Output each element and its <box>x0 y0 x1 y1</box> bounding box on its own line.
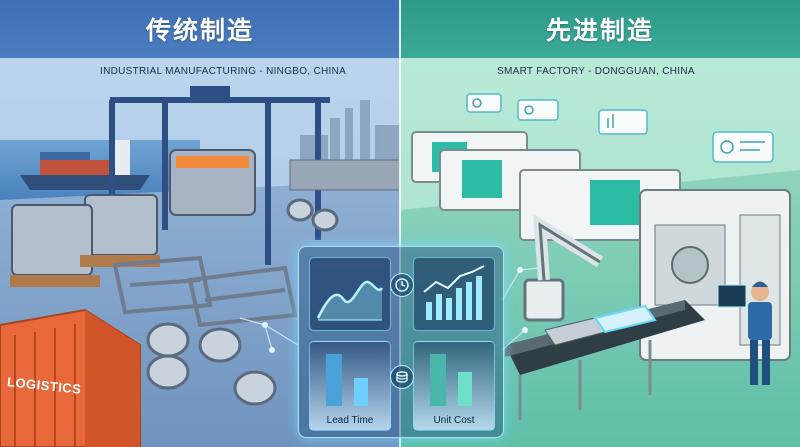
unit-cost-card: Unit Cost <box>413 341 495 431</box>
clock-icon <box>390 273 414 297</box>
lead-time-label: Lead Time <box>326 415 374 426</box>
logistics-container <box>0 308 141 447</box>
advanced-manufacturing-title: 先进制造 <box>400 0 800 58</box>
factory-worker <box>748 281 772 385</box>
conveyor-belt <box>505 300 705 420</box>
cargo-ship <box>20 140 150 190</box>
area-chart-icon <box>316 280 384 321</box>
chassis-frames <box>112 255 298 328</box>
lead-time-bars-icon <box>326 354 368 406</box>
trend-chart-card <box>309 257 391 331</box>
control-screen <box>717 284 747 308</box>
coins-icon <box>390 365 414 389</box>
center-divider <box>399 0 401 447</box>
floating-badges <box>466 93 774 163</box>
growth-chart-card <box>413 257 495 331</box>
right-location-caption: SMART FACTORY - DONGGUAN, CHINA <box>497 66 695 77</box>
robot-arm <box>523 213 604 322</box>
bar-line-chart-icon <box>423 265 485 320</box>
lead-time-card: Lead Time <box>309 341 391 431</box>
metrics-panel: Lead Time Unit Cost <box>298 246 504 438</box>
traditional-manufacturing-title: 传统制造 <box>0 0 400 58</box>
engine-blocks <box>10 149 256 287</box>
wheel-rims <box>146 198 339 406</box>
unit-cost-bars-icon <box>430 354 472 406</box>
left-location-caption: INDUSTRIAL MANUFACTURING - NINGBO, CHINA <box>100 66 347 77</box>
unit-cost-label: Unit Cost <box>433 415 475 426</box>
